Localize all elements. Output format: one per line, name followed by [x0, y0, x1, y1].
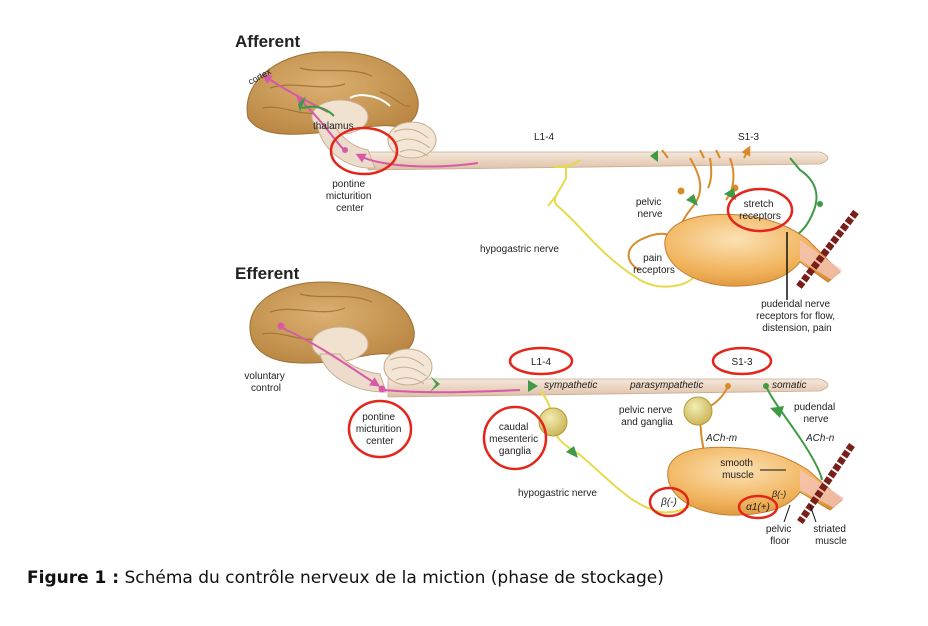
efferent-title: Efferent: [235, 264, 300, 283]
spinal-cord-efferent: [387, 378, 829, 398]
somatic-pathway: [765, 385, 823, 481]
hypogastric-label-efferent: hypogastric nerve: [518, 488, 597, 499]
l14-highlight: [508, 346, 574, 376]
bladder-afferent: [664, 213, 842, 287]
l14-label-afferent: L1-4: [534, 132, 554, 143]
beta-minus-label: β(-): [660, 497, 677, 508]
pelvic-floor-label: pelvic floor: [766, 524, 794, 547]
caudal-mesenteric-label: caudal mesenteric ganglia: [489, 422, 541, 457]
caption-bold: Figure 1 :: [27, 568, 120, 588]
smooth-muscle-label: smooth muscle: [720, 458, 756, 481]
somatic-label: somatic: [772, 380, 806, 391]
hypogastric-nerve-afferent: [551, 159, 696, 288]
striated-muscle-label: striated muscle: [813, 524, 849, 547]
s13-label-afferent: S1-3: [738, 132, 760, 143]
stretch-receptors-label: stretch receptors: [739, 199, 781, 222]
thalamus-label: thalamus: [313, 121, 354, 132]
brain-efferent: [249, 281, 433, 393]
stretch-highlight: [726, 187, 794, 233]
achm-label: ACh-m: [705, 433, 737, 444]
s13-label-efferent: S1-3: [731, 357, 753, 368]
brain-afferent: [246, 51, 437, 169]
pain-receptors-label: pain receptors: [633, 253, 675, 276]
striated-muscle-efferent: [797, 443, 855, 524]
beta-minus-label-2: β(-): [771, 489, 786, 499]
parasympathetic-label: parasympathetic: [629, 380, 703, 391]
pelvic-nerve-label-afferent: pelvic nerve: [636, 197, 664, 220]
sympathetic-label: sympathetic: [544, 380, 597, 391]
caudal-ganglia-highlight: [482, 405, 548, 471]
pontine-highlight-efferent: [347, 399, 413, 459]
pontine-highlight-afferent: [329, 126, 399, 176]
pudendal-afferent-nerve: [789, 157, 818, 239]
pontine-label-afferent: pontine micturition center: [326, 179, 374, 214]
alpha-highlight: [737, 494, 779, 520]
s13-highlight: [711, 346, 773, 376]
voluntary-control-label: voluntary control: [244, 371, 287, 394]
caudal-mesenteric-ganglion: [538, 407, 568, 437]
figure-caption: Figure 1 : Schéma du contrôle nerveux de…: [27, 568, 664, 588]
alpha1-label: α1(+): [746, 502, 770, 513]
achn-label: ACh-n: [805, 433, 835, 444]
l14-label-efferent: L1-4: [531, 357, 551, 368]
pudendal-nerve-label-efferent: pudendal nerve: [794, 402, 838, 425]
pudendal-receptors-label: pudendal nerve receptors for flow, diste…: [756, 299, 838, 334]
beta-highlight: [648, 486, 690, 518]
afferent-title: Afferent: [235, 32, 301, 51]
spinal-cord-afferent: [367, 151, 829, 171]
pelvic-ganglion: [683, 396, 713, 426]
pontine-label-efferent: pontine micturition center: [356, 412, 404, 447]
caption-text: Schéma du contrôle nerveux de la miction…: [119, 568, 664, 588]
pelvic-ganglia-label: pelvic nerve and ganglia: [619, 405, 675, 428]
hypogastric-label-afferent: hypogastric nerve: [480, 244, 559, 255]
